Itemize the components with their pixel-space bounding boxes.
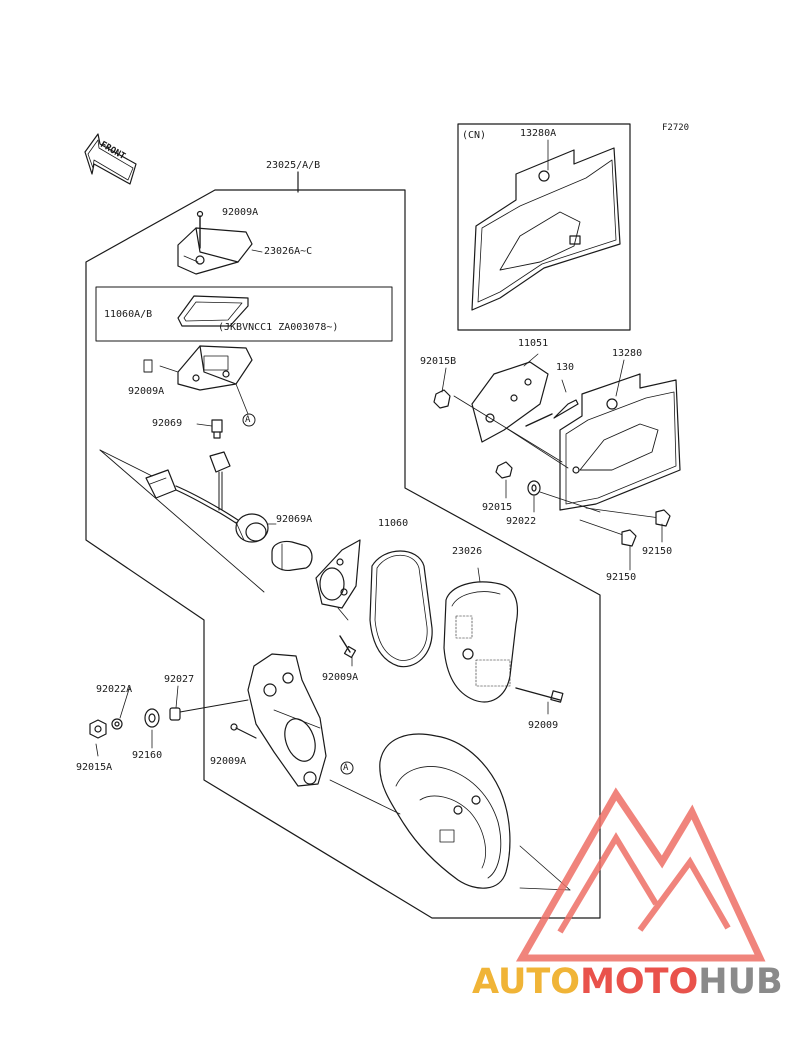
part-13280A: 13280A [520,128,557,139]
license-plate-cn [471,139,621,311]
watermark-auto: AUTO [472,962,581,1002]
nut-washer-set [89,707,181,739]
part-92009A-bottom: 92009A [210,756,247,767]
part-92009A-top: 92009A [222,207,259,218]
part-13280: 13280 [612,348,643,359]
small-bulb [196,419,223,439]
part-92069A: 92069A [276,514,313,525]
watermark-text: AUTOMOTOHUB [472,962,783,1002]
watermark-logo-icon [515,787,766,962]
upper-housing [143,345,253,415]
part-130: 130 [556,362,575,373]
part-11060: 11060 [378,518,409,529]
assembly-outline [85,189,601,919]
part-92027: 92027 [164,674,195,685]
callout-a-lower: A [343,763,349,773]
watermark-moto: MOTO [580,962,699,1002]
part-92015B: 92015B [420,356,457,367]
bracket-nut [495,461,601,513]
reflector [315,539,361,621]
part-23025: 23025/A/B [266,160,321,171]
upper-lens-cover [177,210,263,275]
lens-gasket [369,550,433,668]
cn-note: (CN) [462,130,487,141]
part-11051: 11051 [518,338,549,349]
part-92150-left: 92150 [606,572,637,583]
part-11060A: 11060A/B [104,309,153,320]
part-92009A-mid: 92009A [128,386,165,397]
part-23026A: 23026A~C [264,246,313,257]
part-92009A-lens: 92009A [322,672,359,683]
lamp-housing [329,733,571,891]
part-92069: 92069 [152,418,183,429]
part-92022A: 92022A [96,684,133,695]
wiring-harness [99,449,277,593]
mounting-plate [433,353,579,469]
license-plate-bracket [559,359,681,511]
part-92160: 92160 [132,750,163,761]
figure-code: F2720 [662,123,690,133]
part-23026: 23026 [452,546,483,557]
lens-screw [339,635,357,659]
upper-gasket [177,295,249,327]
part-92015: 92015 [482,502,513,513]
part-92022: 92022 [506,516,537,527]
vin-note: (JKBVNCC1 ZA003078~) [218,322,339,333]
tail-lens [443,567,564,703]
front-arrow-icon [84,133,137,185]
bracket-bolts [579,507,671,571]
part-92015A: 92015A [76,762,113,773]
tail-bulb [271,540,313,571]
callout-a-upper: A [245,415,251,425]
part-92009: 92009 [528,720,559,731]
part-92150-right: 92150 [642,546,673,557]
watermark-hub: HUB [698,962,783,1002]
lamp-base [179,653,327,787]
